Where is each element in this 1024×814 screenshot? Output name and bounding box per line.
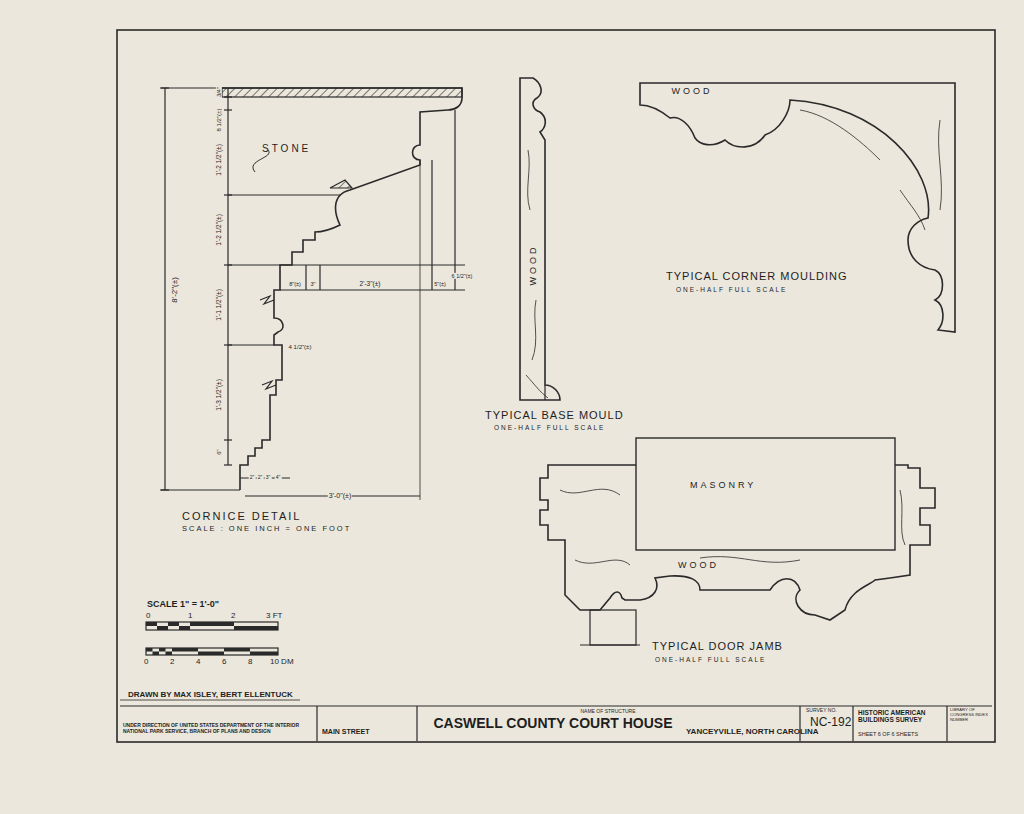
dimension: 8"(±) [288,281,302,287]
drafter-credit: DRAWN BY MAX ISLEY, BERT ELLENTUCK [128,690,293,699]
dimension: 3" [309,281,316,287]
sheet-number: SHEET 6 OF 6 SHEETS [858,731,918,737]
material-label: MASONRY [690,480,756,490]
dimension: 3'-0"(±) [328,492,352,500]
survey-number: NC-192 [810,716,851,730]
view-title: TYPICAL BASE MOULD [485,409,624,422]
view-title: TYPICAL CORNER MOULDING [666,270,848,283]
dimension-line [227,88,228,465]
scale-bar-fill [146,648,278,655]
material-label: WOOD [672,86,713,96]
dimension: 8 1/2"(±) [216,108,223,133]
material-label: STONE [262,143,311,155]
break-mark [262,381,276,389]
scale-bar [146,622,278,630]
extension-line [431,160,432,290]
scale-note: ONE-HALF FULL SCALE [494,424,605,431]
dimension-ticks [161,88,232,490]
location: YANCEYVILLE, NORTH CAROLINA [686,727,819,736]
title-block-line [852,706,853,741]
title-block-line [316,706,317,741]
view-title: TYPICAL DOOR JAMB [652,640,783,653]
dimension: 6" [216,448,223,455]
title-block-line [416,706,417,741]
material-label: WOOD [678,560,719,570]
dimension: 2" [249,475,256,481]
material-label: WOOD [528,245,538,286]
wood-grain [526,150,548,398]
extension-line [305,265,306,290]
base-mould-profile [520,78,560,400]
structure-name: CASWELL COUNTY COURT HOUSE [433,715,672,731]
scale-number: 8 [248,657,252,666]
scale-number: 2 [231,611,235,620]
wood-grain [560,489,905,565]
scale-number: 4 [196,657,200,666]
extension-line [454,110,455,290]
dimension: 1'-2 1/2"(±) [215,143,222,177]
scale-bar [146,648,278,655]
profile-line [544,385,545,400]
dimension: 1'-3 1/2"(±) [215,378,222,412]
field-caption: NAME OF STRUCTURE [581,709,636,715]
profile-line [580,644,640,645]
scale-number: 6 [222,657,226,666]
wood-grain [800,110,941,230]
extension-line [420,160,421,500]
scale-note: ONE-HALF FULL SCALE [655,656,766,663]
title-block-line [946,706,947,741]
extension-line [228,194,340,195]
dimension-line [164,88,165,490]
break-mark [260,296,274,304]
dimension: 3" [265,475,272,481]
dimension: 3/4" [216,86,222,98]
extension-line [160,87,222,88]
dimension: 6 1/2"(±) [451,273,474,279]
dimension: 1'-2 1/2"(±) [215,213,222,247]
scale-number: 0 [144,657,148,666]
dimension: 5"(±) [433,281,447,287]
scale-number: 3 FT [266,611,282,620]
street-name: MAIN STREET [322,728,369,736]
scale-bar-fill [146,622,278,630]
scale-title: SCALE 1" = 1'-0" [147,599,219,609]
view-title: CORNICE DETAIL [182,510,301,523]
extension-line [228,344,274,345]
survey-name: HISTORIC AMERICAN BUILDINGS SURVEY [858,709,944,724]
frame-piece [590,610,636,645]
extension-line [319,265,320,290]
door-jamb-profile [540,465,935,620]
dimension: 2" [257,475,264,481]
stone-hatch [222,88,462,97]
stone-hatch [330,180,352,188]
dimension: 2'-3"(±) [359,280,382,287]
extension-line [228,264,465,265]
library-note: LIBRARY OF CONGRESS INDEX NUMBER [950,708,990,722]
corner-moulding-profile [640,83,955,332]
scale-number: 0 [146,611,150,620]
masonry-outline [636,438,895,550]
dimension: 4" [275,475,282,481]
agency-note: UNDER DIRECTION OF UNITED STATES DEPARTM… [123,723,313,735]
dimension-line [280,289,465,290]
dimension: 1'-1 1/2"(±) [215,288,222,322]
scale-note: SCALE : ONE INCH = ONE FOOT [182,525,351,534]
cornice-profile [222,88,462,490]
field-caption: SURVEY NO. [806,708,837,714]
sheet-border [117,30,995,742]
dimension: 4 1/2"(±) [288,344,313,351]
scale-number: 10 DM [270,657,294,666]
title-block-line [120,705,992,706]
scale-note: ONE-HALF FULL SCALE [676,286,787,293]
extension-line [160,489,240,490]
rule-line [120,700,300,701]
scale-number: 2 [170,657,174,666]
dimension: 8'-2"(±) [170,276,179,304]
scale-number: 1 [188,611,192,620]
